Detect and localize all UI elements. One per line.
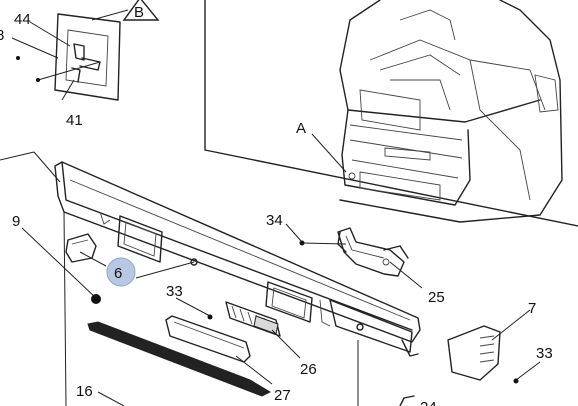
callout-6-highlight xyxy=(106,257,136,287)
front-cover-drawing xyxy=(54,161,421,357)
bracket-25-drawing xyxy=(337,227,409,277)
leader-B xyxy=(91,9,129,21)
screw-8 xyxy=(16,56,20,60)
callout-41: 41 xyxy=(66,112,83,129)
screw-33b xyxy=(513,378,519,384)
callout-9: 9 xyxy=(12,213,20,230)
leader-vertical-left xyxy=(63,211,67,406)
leader-26 xyxy=(271,329,301,359)
screw-9 xyxy=(91,294,101,304)
leader-25 xyxy=(389,261,423,289)
leader-left-top xyxy=(0,151,35,161)
callout-25: 25 xyxy=(428,289,445,306)
leader-6-hole xyxy=(135,261,195,279)
callout-27: 27 xyxy=(274,387,291,404)
callout-16: 16 xyxy=(76,383,93,400)
callout-A: A xyxy=(296,120,306,137)
leader-left-cover xyxy=(33,151,61,183)
callout-33-left: 33 xyxy=(166,283,183,300)
part-24-edge xyxy=(399,395,415,406)
leader-16 xyxy=(97,391,125,406)
leader-27 xyxy=(235,355,273,385)
leader-33b xyxy=(515,361,541,381)
leader-41-a xyxy=(37,61,101,81)
callout-6: 6 xyxy=(114,265,122,282)
callout-33-right: 33 xyxy=(536,345,553,362)
leader-9 xyxy=(21,227,97,299)
callout-26: 26 xyxy=(300,361,317,378)
side-cover-7-drawing xyxy=(447,325,501,381)
callout-B: B xyxy=(134,4,144,21)
leader-41-b xyxy=(61,79,75,101)
leader-44 xyxy=(29,21,71,47)
callout-24: 24 xyxy=(420,399,437,406)
callout-7: 7 xyxy=(528,300,536,317)
latch-26-drawing xyxy=(225,301,281,337)
callout-8: 8 xyxy=(0,27,4,44)
seal-strip-16 xyxy=(87,321,272,397)
callout-34: 34 xyxy=(266,212,283,229)
leader-34 xyxy=(285,223,303,243)
leader-7 xyxy=(491,309,531,341)
leader-33a xyxy=(175,297,211,317)
leader-8 xyxy=(11,37,59,59)
printer-housing-drawing xyxy=(204,0,578,227)
callout-44: 44 xyxy=(14,11,31,28)
bracket-44-drawing xyxy=(54,13,121,101)
leader-34-bracket xyxy=(301,242,347,245)
screw-33a xyxy=(207,314,213,320)
leader-A xyxy=(311,133,347,173)
handle-27-drawing xyxy=(165,315,251,363)
screw-41 xyxy=(36,78,40,82)
leader-6-clip xyxy=(79,251,107,267)
view-b-triangle xyxy=(122,0,160,21)
